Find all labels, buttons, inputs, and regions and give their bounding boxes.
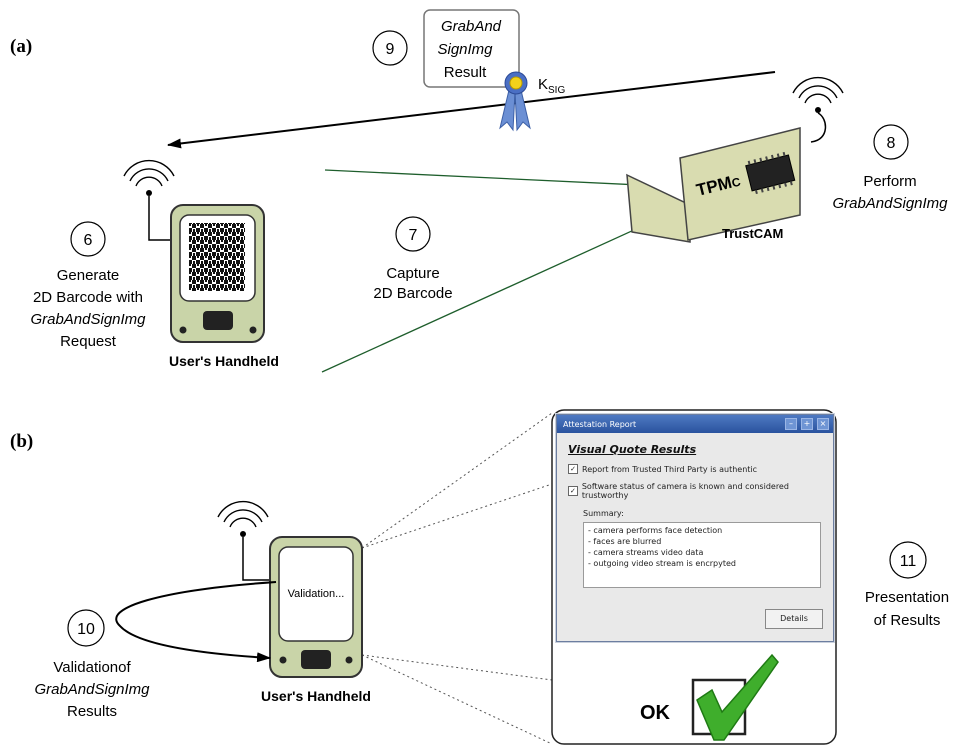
result-line2: SignImg [437, 41, 493, 58]
panel-label-b: (b) [10, 431, 33, 452]
step-8-line1: Perform [863, 173, 916, 190]
minimize-icon[interactable]: – [785, 418, 797, 430]
step-10-line1: Validationof [53, 659, 131, 676]
svg-text:8: 8 [887, 135, 896, 152]
attestation-report-window: Attestation Report – + × Visual Quote Re… [556, 414, 834, 642]
step-7-badge: 7 [395, 216, 431, 252]
handheld-label-b: User's Handheld [261, 688, 371, 704]
maximize-icon[interactable]: + [801, 418, 813, 430]
step-6-badge: 6 [70, 221, 106, 257]
projection-lines [361, 412, 553, 745]
step-11-line2: of Results [874, 612, 941, 629]
sight-line-upper [324, 169, 641, 186]
green-checkmark-icon [696, 653, 779, 741]
svg-text:6: 6 [84, 232, 93, 249]
step-8-badge: 8 [873, 124, 909, 160]
barcode-2d [189, 223, 245, 291]
sight-line-lower [321, 224, 646, 373]
step-6-line1: Generate [57, 267, 120, 284]
key-label: KSIG [538, 76, 565, 96]
details-button[interactable]: Details [765, 609, 823, 629]
window-titlebar: Attestation Report – + × [557, 415, 833, 433]
step-10-line2: GrabAndSignImg [34, 681, 150, 698]
wireless-signal-icon [792, 76, 844, 143]
result-line1: GrabAnd [441, 18, 502, 35]
step-7-line1: Capture [386, 265, 439, 282]
handheld-device-a [170, 204, 265, 343]
handheld-label-a: User's Handheld [169, 353, 279, 369]
check-label-2: Software status of camera is known and c… [581, 482, 789, 500]
step-10-badge: 10 [67, 609, 105, 647]
summary-item: - outgoing video stream is encrpyted [588, 559, 736, 568]
close-icon[interactable]: × [817, 418, 829, 430]
check-row-2: ✓ Software status of camera is known and… [568, 482, 833, 500]
check-label-1: Report from Trusted Third Party is authe… [582, 464, 758, 474]
step-6-line4: Request [60, 333, 117, 350]
handheld-device-b: Validation... [269, 536, 363, 678]
step-11-badge: 11 [889, 541, 927, 579]
step-8-line2: GrabAndSignImg [832, 195, 948, 212]
screen-validation-text: Validation... [288, 588, 345, 600]
validation-loop-arrow [115, 581, 277, 663]
step-7-line2: 2D Barcode [373, 285, 452, 302]
trustcam-label: TrustCAM [722, 226, 783, 241]
chip-icon [745, 151, 796, 195]
summary-item: - camera performs face detection [588, 526, 723, 535]
summary-label: Summary: [583, 509, 624, 518]
svg-text:9: 9 [386, 41, 395, 58]
svg-text:7: 7 [409, 227, 418, 244]
result-arrow [167, 71, 776, 149]
ok-label: OK [640, 702, 671, 724]
panel-label-a: (a) [10, 36, 32, 57]
summary-textbox[interactable]: - camera performs face detection - faces… [583, 522, 821, 588]
summary-item: - camera streams video data [588, 548, 704, 557]
result-card: GrabAnd SignImg Result [423, 9, 520, 88]
checkbox-trustworthy[interactable]: ✓ [568, 486, 578, 496]
step-6-line2: 2D Barcode with [33, 289, 143, 306]
step-10-line3: Results [67, 703, 117, 720]
step-11-line1: Presentation [865, 589, 949, 606]
checkbox-authentic[interactable]: ✓ [568, 464, 578, 474]
svg-text:10: 10 [77, 621, 95, 638]
step-6-line3: GrabAndSignImg [30, 311, 146, 328]
seal-ribbon-icon [499, 71, 531, 132]
wireless-signal-icon [123, 159, 178, 241]
check-row-1: ✓ Report from Trusted Third Party is aut… [568, 464, 833, 474]
summary-item: - faces are blurred [588, 537, 662, 546]
window-title: Attestation Report [563, 419, 637, 429]
trustcam-camera: TPMC TrustCAM [626, 127, 801, 243]
window-heading: Visual Quote Results [568, 443, 697, 456]
step-9-badge: 9 [372, 30, 408, 66]
svg-text:11: 11 [900, 553, 917, 570]
result-line3: Result [444, 64, 487, 81]
wireless-signal-icon [217, 500, 272, 581]
